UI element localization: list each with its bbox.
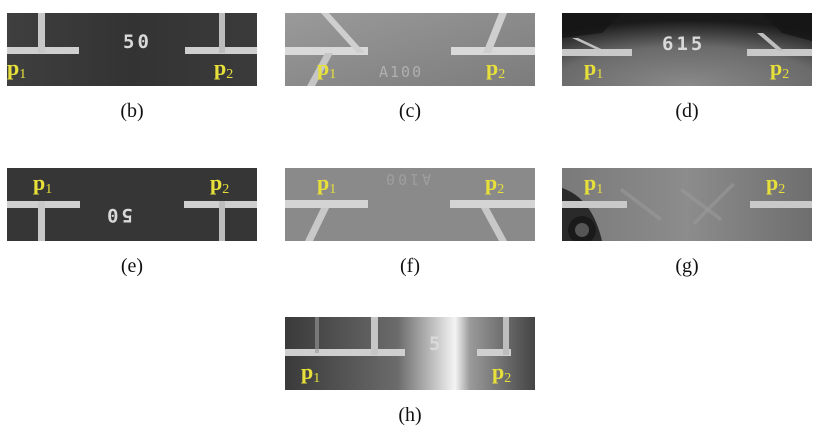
caption-e: (e)	[120, 255, 144, 277]
point-label-p2-h: p2	[492, 359, 512, 386]
parking-slot-image-b	[7, 13, 257, 86]
point-label-p2-b: p2	[214, 55, 234, 82]
point-label-p2-f: p2	[485, 170, 505, 197]
painted-marking-h: 5	[429, 333, 444, 355]
point-label-p2-e: p2	[210, 170, 230, 197]
painted-marking-d: 615	[662, 33, 706, 55]
caption-b: (b)	[120, 100, 144, 122]
parking-slot-image-h	[285, 317, 535, 390]
panel-g: p1 p2	[562, 168, 812, 241]
parking-slot-image-c	[285, 13, 535, 86]
point-label-p1-g: p1	[584, 170, 604, 197]
point-label-p1-c: p1	[317, 55, 337, 82]
painted-marking-c: A100	[379, 63, 424, 81]
panel-d: 615 p1 p2	[562, 13, 812, 86]
point-label-p2-c: p2	[486, 55, 506, 82]
painted-marking-b: 50	[123, 31, 152, 53]
caption-d: (d)	[675, 100, 699, 122]
point-label-p1-d: p1	[584, 55, 604, 82]
caption-f: (f)	[400, 255, 420, 277]
painted-marking-f: A100	[383, 170, 432, 188]
point-label-p2-g: p2	[766, 170, 786, 197]
point-label-p1-b: p1	[7, 55, 27, 82]
caption-g: (g)	[675, 255, 699, 277]
parking-slot-image-d	[562, 13, 812, 86]
panel-h: 5 p1 p2	[285, 317, 535, 390]
parking-slot-image-e	[7, 168, 257, 241]
panel-e: 50 p1 p2	[7, 168, 257, 241]
panel-f: A100 p1 p2	[285, 168, 535, 241]
parking-slot-image-g	[562, 168, 812, 241]
point-label-p1-e: p1	[33, 170, 53, 197]
point-label-p1-h: p1	[301, 359, 321, 386]
caption-c: (c)	[398, 100, 422, 122]
panel-b: 50 p1 p2	[7, 13, 257, 86]
panel-c: A100 p1 p2	[285, 13, 535, 86]
point-label-p2-d: p2	[770, 55, 790, 82]
caption-h: (h)	[398, 404, 422, 426]
parking-slot-image-f	[285, 168, 535, 241]
painted-marking-e: 50	[104, 204, 133, 226]
point-label-p1-f: p1	[317, 170, 337, 197]
